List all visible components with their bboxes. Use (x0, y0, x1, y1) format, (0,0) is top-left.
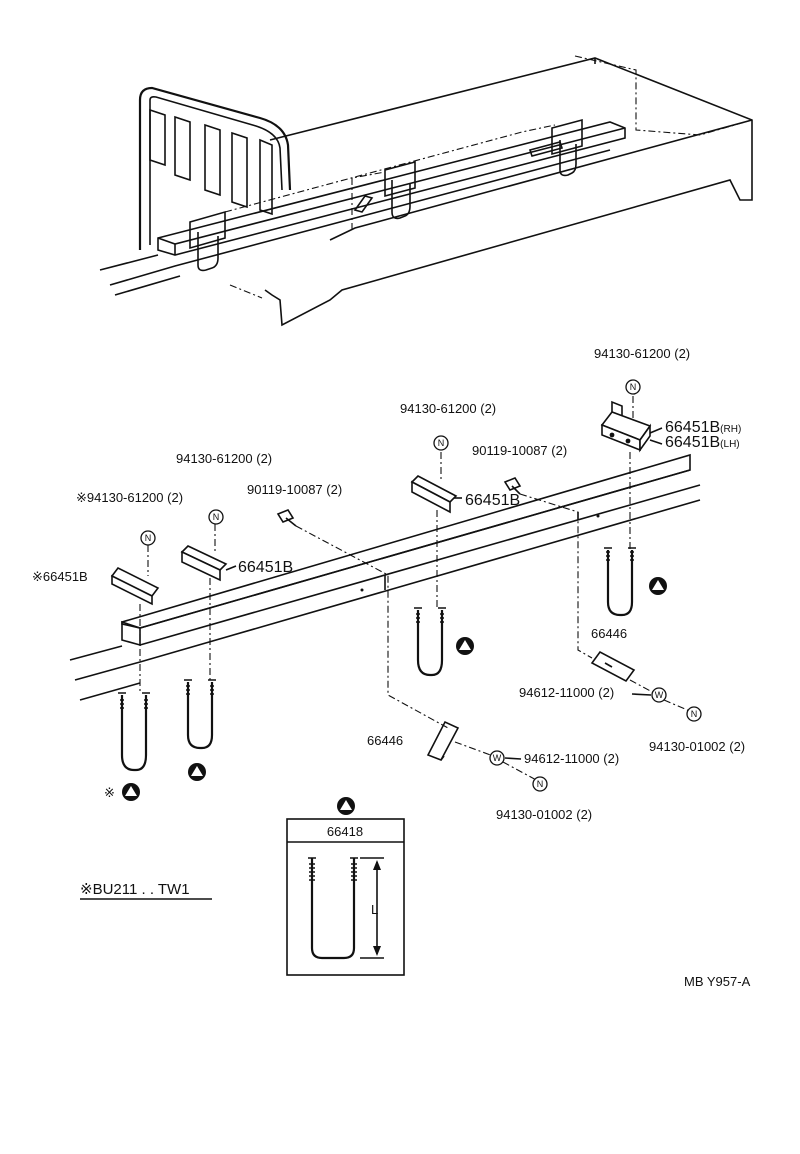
triangle-marker-mid (456, 637, 474, 655)
label-bracket-left-star: ※66451B (32, 569, 88, 584)
u-bolt-left (184, 679, 216, 750)
svg-text:N: N (630, 382, 637, 392)
u-bolt-left-star (118, 692, 150, 772)
truck-overview (99, 55, 753, 327)
bracket-left (180, 545, 228, 582)
label-nut-right: 94130-01002 (2) (649, 739, 745, 754)
u-bolt-mid (414, 607, 446, 677)
triangle-marker-detail (337, 797, 355, 815)
label-plate-right: 66446 (591, 626, 627, 641)
svg-text:N: N (438, 438, 445, 448)
label-bolt-left: 94130-61200 (2) (176, 451, 272, 466)
bracket-left-star (110, 566, 160, 606)
washer-marker-right: W (651, 687, 667, 703)
nut-marker-left: N (208, 509, 224, 525)
nut-marker-top-right: N (625, 379, 641, 395)
label-screw-left: 90119-10087 (2) (247, 482, 342, 497)
plate-right (590, 650, 636, 683)
label-bolt-left-star: ※94130-61200 (2) (76, 490, 183, 505)
washer-marker-mid: W (489, 750, 505, 766)
u-bolt-right (604, 547, 636, 617)
label-bracket-left: 66451B (238, 559, 293, 576)
bracket-mid (410, 475, 458, 514)
label-ubolt-part: 66418 (327, 824, 363, 839)
label-washer-right: 94612-11000 (2) (519, 685, 614, 700)
screw-left (276, 509, 297, 527)
label-washer-mid: 94612-11000 (2) (524, 751, 619, 766)
label-ubolt-length: L (371, 902, 378, 917)
nut-marker-left-star: N (140, 530, 156, 546)
nut-marker-right: N (686, 706, 702, 722)
leader-lines (139, 396, 693, 783)
svg-text:W: W (655, 690, 664, 700)
label-star-mark: ※ (104, 785, 115, 800)
svg-text:N: N (537, 779, 544, 789)
label-bracket-lh: 66451B(LH) (665, 434, 740, 451)
drawing-id: MB Y957-A (684, 974, 751, 989)
bracket-rh-lh (600, 400, 652, 453)
label-bracket-mid: 66451B (465, 492, 520, 509)
svg-text:N: N (145, 533, 152, 543)
applicability-note: ※BU211 . . TW1 (80, 881, 190, 898)
triangle-marker-right (649, 577, 667, 595)
nut-marker-mid-bottom: N (532, 776, 548, 792)
svg-text:N: N (213, 512, 220, 522)
screw-mid (503, 477, 522, 495)
svg-text:W: W (493, 753, 502, 763)
label-bolt-top-right: 94130-61200 (2) (594, 346, 690, 361)
label-bracket-rh: 66451B(RH) (665, 419, 741, 436)
label-screw-mid: 90119-10087 (2) (472, 443, 567, 458)
label-plate-mid: 66446 (367, 733, 403, 748)
nut-marker-mid: N (433, 435, 449, 451)
frame-rail (69, 453, 701, 701)
label-bolt-mid: 94130-61200 (2) (400, 401, 496, 416)
svg-text:N: N (691, 709, 698, 719)
triangle-marker-left (188, 763, 206, 781)
u-bolt-detail-box: 66418 L (286, 818, 405, 976)
label-nut-mid: 94130-01002 (2) (496, 807, 592, 822)
triangle-marker-left-star (122, 783, 140, 801)
plate-mid (426, 720, 460, 762)
